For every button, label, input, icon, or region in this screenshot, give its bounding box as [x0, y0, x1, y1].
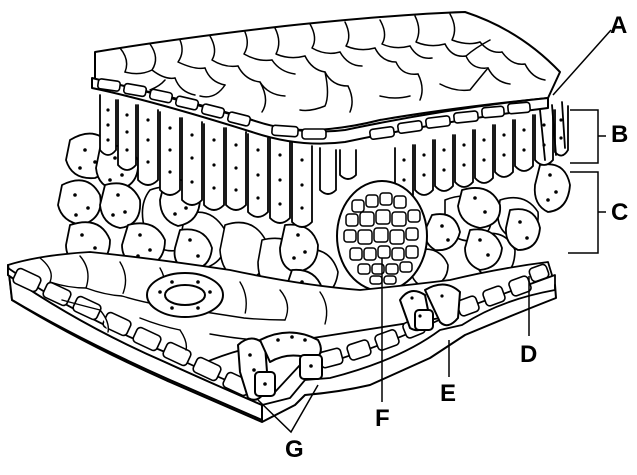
label-d: D: [520, 343, 537, 367]
label-c: C: [611, 201, 628, 225]
bracket-c: [568, 172, 598, 253]
label-e: E: [440, 382, 456, 406]
bracket-b: [570, 110, 598, 163]
stoma-top: [147, 273, 223, 317]
leader-line-a: [553, 30, 611, 95]
label-b: B: [611, 123, 628, 147]
label-f: F: [375, 407, 390, 431]
label-a: A: [610, 14, 627, 38]
label-g: G: [285, 438, 304, 462]
